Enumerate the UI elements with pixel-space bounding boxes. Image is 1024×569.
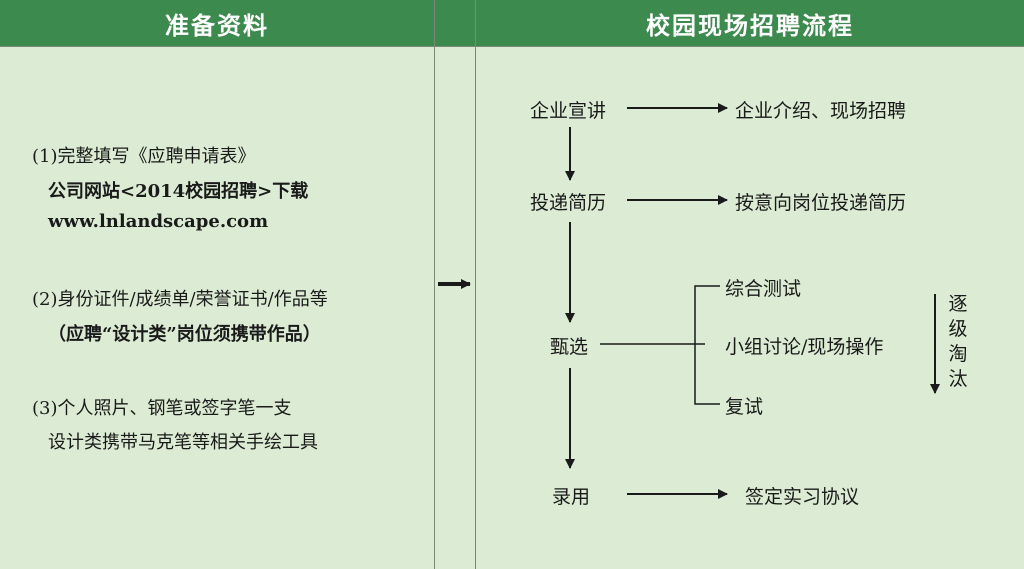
flow-step-3: 甄选: [550, 336, 589, 358]
material-3-note: 设计类携带马克笔等相关手绘工具: [48, 432, 318, 453]
material-1-url: www.lnlandscape.com: [48, 211, 269, 232]
selection-bracket: [694, 285, 720, 405]
material-1-source: 公司网站<2014校园招聘>下载: [48, 181, 309, 202]
header-left: 准备资料: [0, 0, 434, 46]
column-divider-right: [475, 0, 476, 569]
flow-step-1-result: 企业介绍、现场招聘: [735, 100, 907, 122]
material-2-title: (2)身份证件/成绩单/荣誉证书/作品等: [32, 289, 328, 310]
flow-step-3-sub-1: 综合测试: [725, 278, 802, 300]
header-right: 校园现场招聘流程: [476, 0, 1024, 46]
flow-step-3-sub-2: 小组讨论/现场操作: [725, 336, 884, 358]
flow-elimination-label: 逐级淘汰: [948, 293, 968, 390]
flow-step-4-result: 签定实习协议: [745, 486, 860, 508]
header-right-label: 校园现场招聘流程: [646, 10, 854, 40]
material-2-note: （应聘“设计类”岗位须携带作品）: [48, 324, 321, 345]
flow-step-4: 录用: [552, 486, 591, 508]
header-divider: [0, 46, 1024, 47]
flow-step-3-sub-3: 复试: [725, 396, 764, 418]
flow-step-2: 投递简历: [530, 192, 607, 214]
material-1-title: (1)完整填写《应聘申请表》: [32, 146, 256, 167]
column-divider-left: [434, 0, 435, 569]
header-middle: [435, 0, 475, 46]
flow-step-2-result: 按意向岗位投递简历: [735, 192, 907, 214]
material-3-title: (3)个人照片、钢笔或签字笔一支: [32, 398, 292, 419]
header-left-label: 准备资料: [165, 10, 269, 40]
flow-step-1: 企业宣讲: [530, 100, 607, 122]
